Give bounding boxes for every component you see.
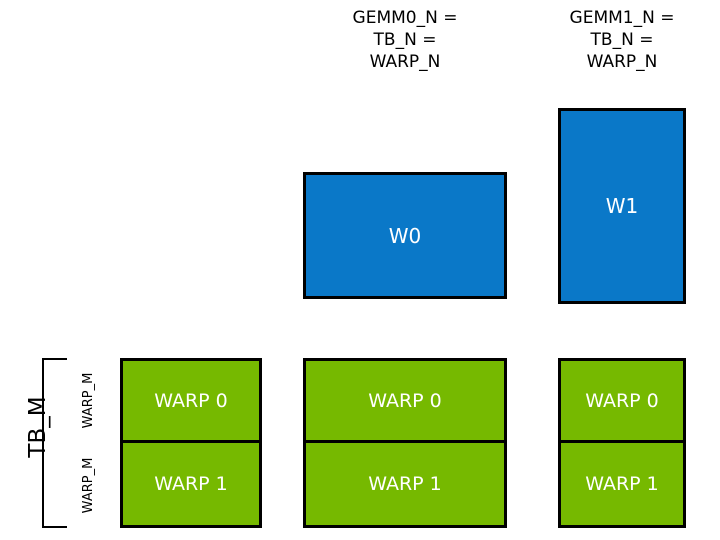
tb-m-bracket	[42, 358, 67, 528]
warp-m-axis-label-1: WARP_M	[81, 457, 96, 514]
warp-block-column-gemm0: WARP 0 WARP 1	[303, 358, 507, 528]
warp-block-cell: WARP 1	[154, 473, 228, 495]
warp-block-cell: WARP 0	[561, 361, 683, 443]
warp-block-cell: WARP 0	[123, 361, 259, 443]
warp-tile-w1: W1	[558, 108, 686, 304]
gemm1-column-caption: GEMM1_N = TB_N = WARP_N	[569, 8, 675, 72]
warp-m-axis-label-0: WARP_M	[81, 372, 96, 429]
warp-tile-w0: W0	[303, 172, 507, 299]
gemm0-column-caption: GEMM0_N = TB_N = WARP_N	[352, 8, 458, 72]
warp-block-column-gemm1: WARP 0 WARP 1	[558, 358, 686, 528]
warp-tile-w0-label: W0	[388, 223, 422, 248]
warp-block-cell: WARP 1	[368, 473, 442, 495]
warp-tile-w1-label: W1	[605, 194, 639, 218]
warp-block-cell: WARP 0	[306, 361, 504, 443]
warp-block-cell: WARP 1	[585, 473, 659, 495]
warp-block-column-tb: WARP 0 WARP 1	[120, 358, 262, 528]
